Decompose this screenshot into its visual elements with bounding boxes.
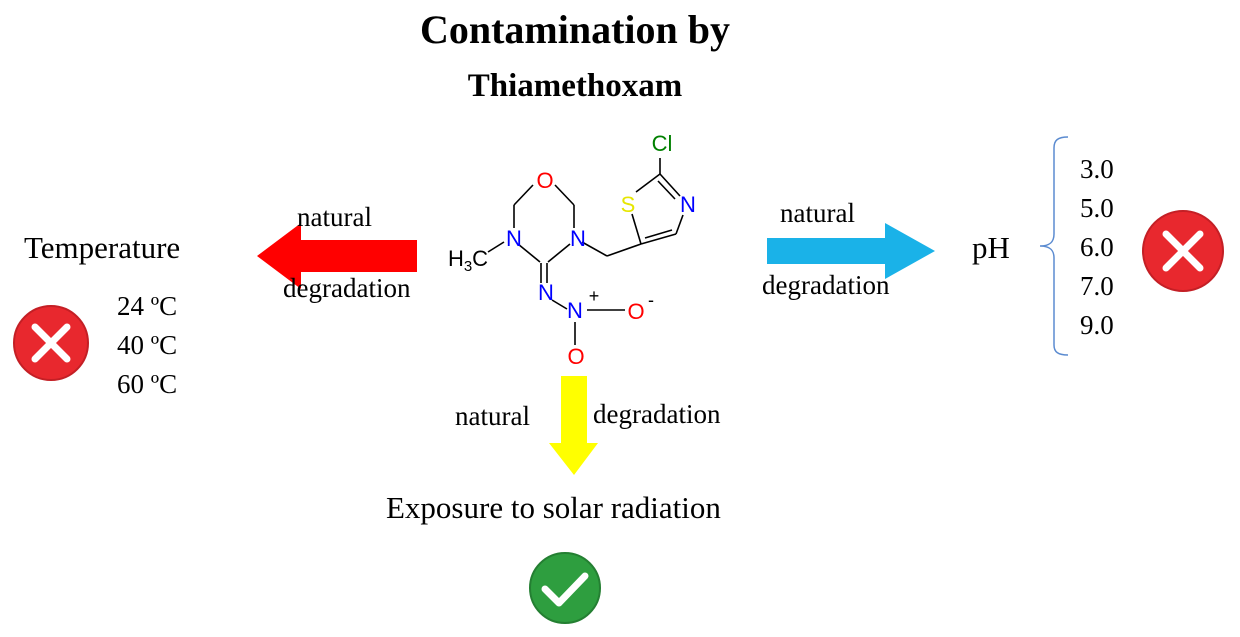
ph-value: 3.0 xyxy=(1080,154,1114,184)
left-arrow-label-bottom: degradation xyxy=(283,273,411,303)
diagram-subtitle: Thiamethoxam xyxy=(467,68,683,104)
atom-nitrogen-right: N xyxy=(570,226,586,251)
temperature-value: 60 ºC xyxy=(117,369,178,399)
ph-value: 9.0 xyxy=(1080,310,1114,340)
ph-label: pH xyxy=(972,230,1010,265)
atom-nitrogen-imine: N xyxy=(538,280,554,305)
atom-oxygen-nitro-bottom: O xyxy=(567,344,584,369)
temperature-value: 24 ºC xyxy=(117,291,178,321)
ph-value: 5.0 xyxy=(1080,193,1114,223)
atom-oxygen-nitro-right: O xyxy=(627,299,644,324)
left-arrow-label-top: natural xyxy=(297,202,372,232)
down-arrow xyxy=(549,376,598,475)
right-arrow-label-bottom: degradation xyxy=(762,270,890,300)
atom-oxygen-ring: O xyxy=(536,168,553,193)
check-circle-icon xyxy=(529,552,601,624)
charge-minus: - xyxy=(648,290,654,310)
solar-radiation-label: Exposure to solar radiation xyxy=(386,490,721,525)
right-arrow xyxy=(767,223,935,279)
ph-value: 7.0 xyxy=(1080,271,1114,301)
atom-nitrogen-thiazole: N xyxy=(680,192,696,217)
temperature-value: 40 ºC xyxy=(117,330,178,360)
atom-nitrogen-nitro: N xyxy=(567,298,583,323)
right-arrow-label-top: natural xyxy=(780,198,855,228)
right-x-circle-icon xyxy=(1142,210,1224,292)
bottom-arrow-label-right: degradation xyxy=(593,399,721,429)
temperature-values: 24 ºC 40 ºC 60 ºC xyxy=(117,287,177,404)
molecule-atoms: O N N H3C S N Cl N N + O - O xyxy=(448,131,696,369)
bottom-arrow-label-left: natural xyxy=(455,401,530,431)
atom-methyl: H3C xyxy=(448,246,488,275)
left-x-circle-icon xyxy=(13,305,89,381)
ph-values: 3.0 5.0 6.0 7.0 9.0 xyxy=(1080,150,1114,345)
atom-sulfur: S xyxy=(621,192,636,217)
molecule-bonds xyxy=(487,158,684,345)
charge-plus: + xyxy=(589,286,600,306)
diagram-title: Contamination by xyxy=(419,7,731,52)
ph-bracket xyxy=(1039,136,1069,356)
temperature-label: Temperature xyxy=(24,230,181,265)
atom-nitrogen-left: N xyxy=(506,226,522,251)
left-arrow xyxy=(257,223,417,289)
atom-chlorine: Cl xyxy=(652,131,673,156)
ph-value: 6.0 xyxy=(1080,232,1114,262)
